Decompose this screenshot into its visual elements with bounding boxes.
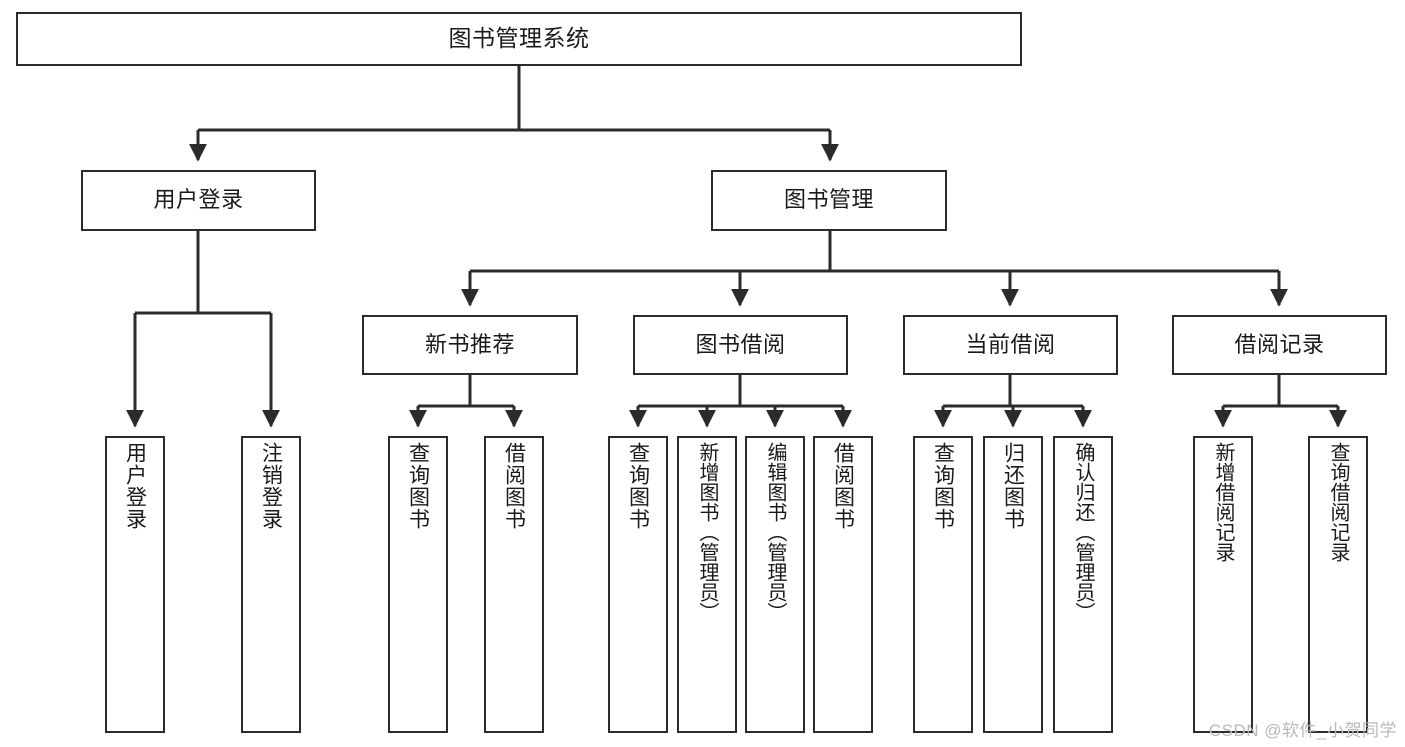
- node-new-book-recommend-label: 新书推荐: [424, 331, 515, 357]
- node-leaf-query-book-1[interactable]: 查询图书: [388, 436, 448, 733]
- node-leaf-query-book-2-label: 查询图书: [626, 442, 650, 530]
- node-book-borrow-label: 图书借阅: [695, 331, 786, 357]
- csdn-watermark: CSDN @软件_小贺同学: [1208, 721, 1397, 740]
- node-leaf-add-record-label: 新增借阅记录: [1212, 442, 1234, 562]
- node-leaf-query-book-2[interactable]: 查询图书: [608, 436, 668, 733]
- node-leaf-query-book-3[interactable]: 查询图书: [913, 436, 973, 733]
- node-book-borrow[interactable]: 图书借阅: [633, 315, 848, 375]
- node-leaf-logout-login-label: 注销登录: [259, 442, 283, 530]
- node-leaf-user-login-label: 用户登录: [123, 442, 147, 530]
- node-current-borrow[interactable]: 当前借阅: [903, 315, 1118, 375]
- node-leaf-confirm-return-label: 确认归还（管理员）: [1072, 442, 1094, 622]
- node-root[interactable]: 图书管理系统: [16, 12, 1022, 66]
- node-book-manage-label: 图书管理: [783, 187, 874, 213]
- node-leaf-add-book-label: 新增图书（管理员）: [696, 442, 718, 622]
- node-root-label: 图书管理系统: [448, 25, 590, 52]
- node-book-manage[interactable]: 图书管理: [711, 170, 947, 231]
- node-leaf-confirm-return[interactable]: 确认归还（管理员）: [1053, 436, 1113, 733]
- node-leaf-edit-book-label: 编辑图书（管理员）: [764, 442, 786, 622]
- node-leaf-query-record-label: 查询借阅记录: [1327, 442, 1349, 562]
- node-leaf-borrow-book-2[interactable]: 借阅图书: [813, 436, 873, 733]
- node-leaf-borrow-book-1[interactable]: 借阅图书: [484, 436, 544, 733]
- node-leaf-query-book-1-label: 查询图书: [406, 442, 430, 530]
- node-leaf-query-record[interactable]: 查询借阅记录: [1308, 436, 1368, 733]
- node-leaf-user-login[interactable]: 用户登录: [105, 436, 165, 733]
- node-leaf-borrow-book-2-label: 借阅图书: [831, 442, 855, 530]
- node-leaf-edit-book[interactable]: 编辑图书（管理员）: [745, 436, 805, 733]
- node-current-borrow-label: 当前借阅: [965, 331, 1056, 357]
- node-user-login-label: 用户登录: [153, 187, 244, 213]
- node-borrow-record[interactable]: 借阅记录: [1172, 315, 1387, 375]
- node-leaf-return-book-label: 归还图书: [1001, 442, 1025, 530]
- node-borrow-record-label: 借阅记录: [1234, 331, 1325, 357]
- node-leaf-borrow-book-1-label: 借阅图书: [502, 442, 526, 530]
- node-leaf-query-book-3-label: 查询图书: [931, 442, 955, 530]
- node-leaf-logout-login[interactable]: 注销登录: [241, 436, 301, 733]
- node-leaf-add-record[interactable]: 新增借阅记录: [1193, 436, 1253, 733]
- node-leaf-return-book[interactable]: 归还图书: [983, 436, 1043, 733]
- node-user-login[interactable]: 用户登录: [81, 170, 316, 231]
- node-new-book-recommend[interactable]: 新书推荐: [362, 315, 578, 375]
- node-leaf-add-book[interactable]: 新增图书（管理员）: [677, 436, 737, 733]
